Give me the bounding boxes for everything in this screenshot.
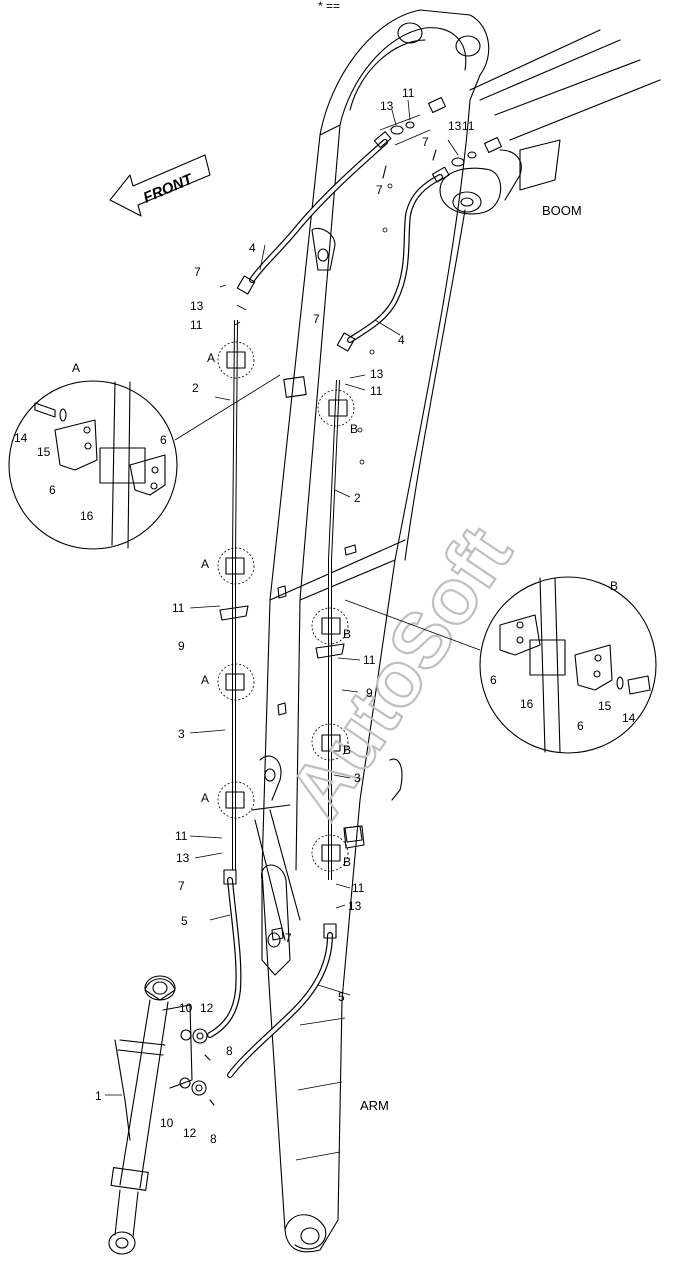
callout-labels: 13 11 13 11 7 7 4 7 13 11 A 2 4 7 13 11 … — [95, 86, 475, 1146]
callout-pipe-3-right: 3 — [354, 771, 361, 785]
callout-left-11-c: 11 — [175, 829, 188, 843]
callout-hose-5-left: 5 — [181, 914, 188, 928]
callout-hose-5-right: 5 — [338, 990, 345, 1004]
callout-cyl-10-a: 10 — [179, 1001, 193, 1015]
callout-top-7-a: 7 — [422, 135, 429, 149]
callout-hose-4-right: 4 — [398, 333, 405, 347]
leader-lines — [105, 99, 459, 1096]
callout-left-11-b: 11 — [172, 601, 185, 615]
callout-ref-a-1: A — [207, 351, 215, 365]
detail-b-washer-label: 15 — [598, 699, 612, 713]
callout-pipe-3-left: 3 — [178, 727, 185, 741]
detail-b-cushion-label: 16 — [520, 697, 534, 711]
callout-cyl-12-a: 12 — [200, 1001, 214, 1015]
hardware-marks — [271, 183, 393, 941]
callout-right-13-a: 13 — [370, 367, 384, 381]
callout-ref-a-4: A — [201, 791, 209, 805]
arm-label: ARM — [360, 1098, 389, 1113]
callout-ref-b-1: B — [350, 422, 358, 436]
callout-right-13-c: 13 — [348, 899, 362, 913]
boom-structure — [319, 9, 661, 215]
callout-left-13-a: 13 — [190, 299, 204, 313]
detail-markers — [217, 341, 355, 872]
callout-pipe-2-left: 2 — [192, 381, 199, 395]
callout-top-13-b: 13 — [448, 119, 462, 133]
header-mark: * == — [318, 0, 340, 13]
pipe-right — [328, 379, 340, 880]
callout-top-11-a: 11 — [402, 86, 415, 100]
detail-a-bolt-label: 14 — [14, 431, 28, 445]
callout-cyl-10-b: 10 — [160, 1116, 174, 1130]
cylinder — [108, 975, 193, 1255]
callout-left-13-c: 13 — [176, 851, 190, 865]
callout-right-11-a: 11 — [370, 384, 383, 398]
detail-a-washer-label: 15 — [37, 445, 51, 459]
hose-5-left — [207, 869, 242, 1038]
callout-ref-b-4: B — [343, 855, 351, 869]
callout-right-11-c: 11 — [352, 881, 365, 895]
callout-left-7-c: 7 — [178, 879, 185, 893]
callout-cyl-8-b: 8 — [210, 1132, 217, 1146]
detail-b-title: B — [610, 579, 618, 593]
callout-ref-b-2: B — [343, 627, 351, 641]
callout-right-7-c: 7 — [285, 931, 292, 945]
callout-right-9: 9 — [366, 686, 373, 700]
detail-a-clamp-right-label: 6 — [160, 433, 167, 447]
hose-5-right — [227, 923, 337, 1078]
callout-ref-a-2: A — [201, 557, 209, 571]
callout-left-7-a: 7 — [194, 265, 201, 279]
callout-pipe-2-right: 2 — [354, 491, 361, 505]
callout-ref-b-3: B — [343, 743, 351, 757]
callout-left-11-a: 11 — [190, 318, 203, 332]
pipe-left — [232, 319, 238, 870]
boom-label: BOOM — [542, 203, 582, 218]
detail-a-title: A — [72, 361, 80, 375]
callout-cylinder-1: 1 — [95, 1089, 102, 1103]
callout-right-11-b: 11 — [363, 653, 376, 667]
callout-top-13: 13 — [380, 99, 394, 113]
callout-hose-4-left: 4 — [249, 241, 256, 255]
callout-cyl-8-a: 8 — [226, 1044, 233, 1058]
top-fittings — [382, 96, 503, 179]
cylinder-fittings — [179, 1028, 215, 1106]
front-arrow: FRONT — [109, 154, 211, 217]
hose-4-right — [336, 166, 450, 352]
callout-cyl-12-b: 12 — [183, 1126, 197, 1140]
detail-a-cushion-label: 16 — [80, 509, 94, 523]
detail-b-bolt-label: 14 — [622, 711, 636, 725]
callout-top-11-b: 11 — [462, 119, 475, 133]
callout-left-9: 9 — [178, 639, 185, 653]
callout-right-7-a: 7 — [313, 312, 320, 326]
detail-b-clamp-right-label: 6 — [577, 719, 584, 733]
front-label: FRONT — [141, 170, 197, 207]
callout-ref-a-3: A — [201, 673, 209, 687]
detail-b-clamp-left-label: 6 — [490, 673, 497, 687]
detail-b — [344, 576, 657, 754]
pipe-clamps — [219, 351, 365, 862]
detail-a — [8, 374, 281, 550]
callout-top-7-b: 7 — [376, 183, 383, 197]
hose-4-left — [236, 131, 392, 295]
detail-a-clamp-left-label: 6 — [49, 483, 56, 497]
